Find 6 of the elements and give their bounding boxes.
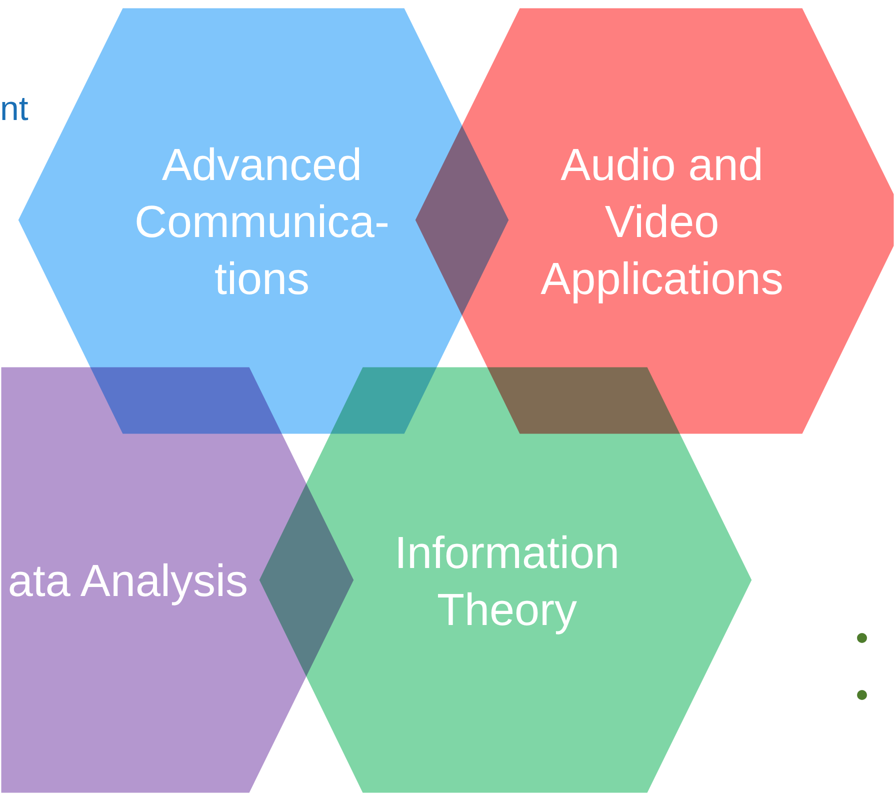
hexagon-label: Advanced Communica- tions — [133, 138, 391, 306]
hexagon-label: Information Theory — [393, 526, 621, 637]
heading-fragment: nt — [0, 90, 28, 129]
hexagon — [258, 366, 753, 794]
hexagon-label: Audio and Video Applications — [540, 138, 784, 306]
hexagon-label: ata Analysis — [6, 554, 248, 608]
